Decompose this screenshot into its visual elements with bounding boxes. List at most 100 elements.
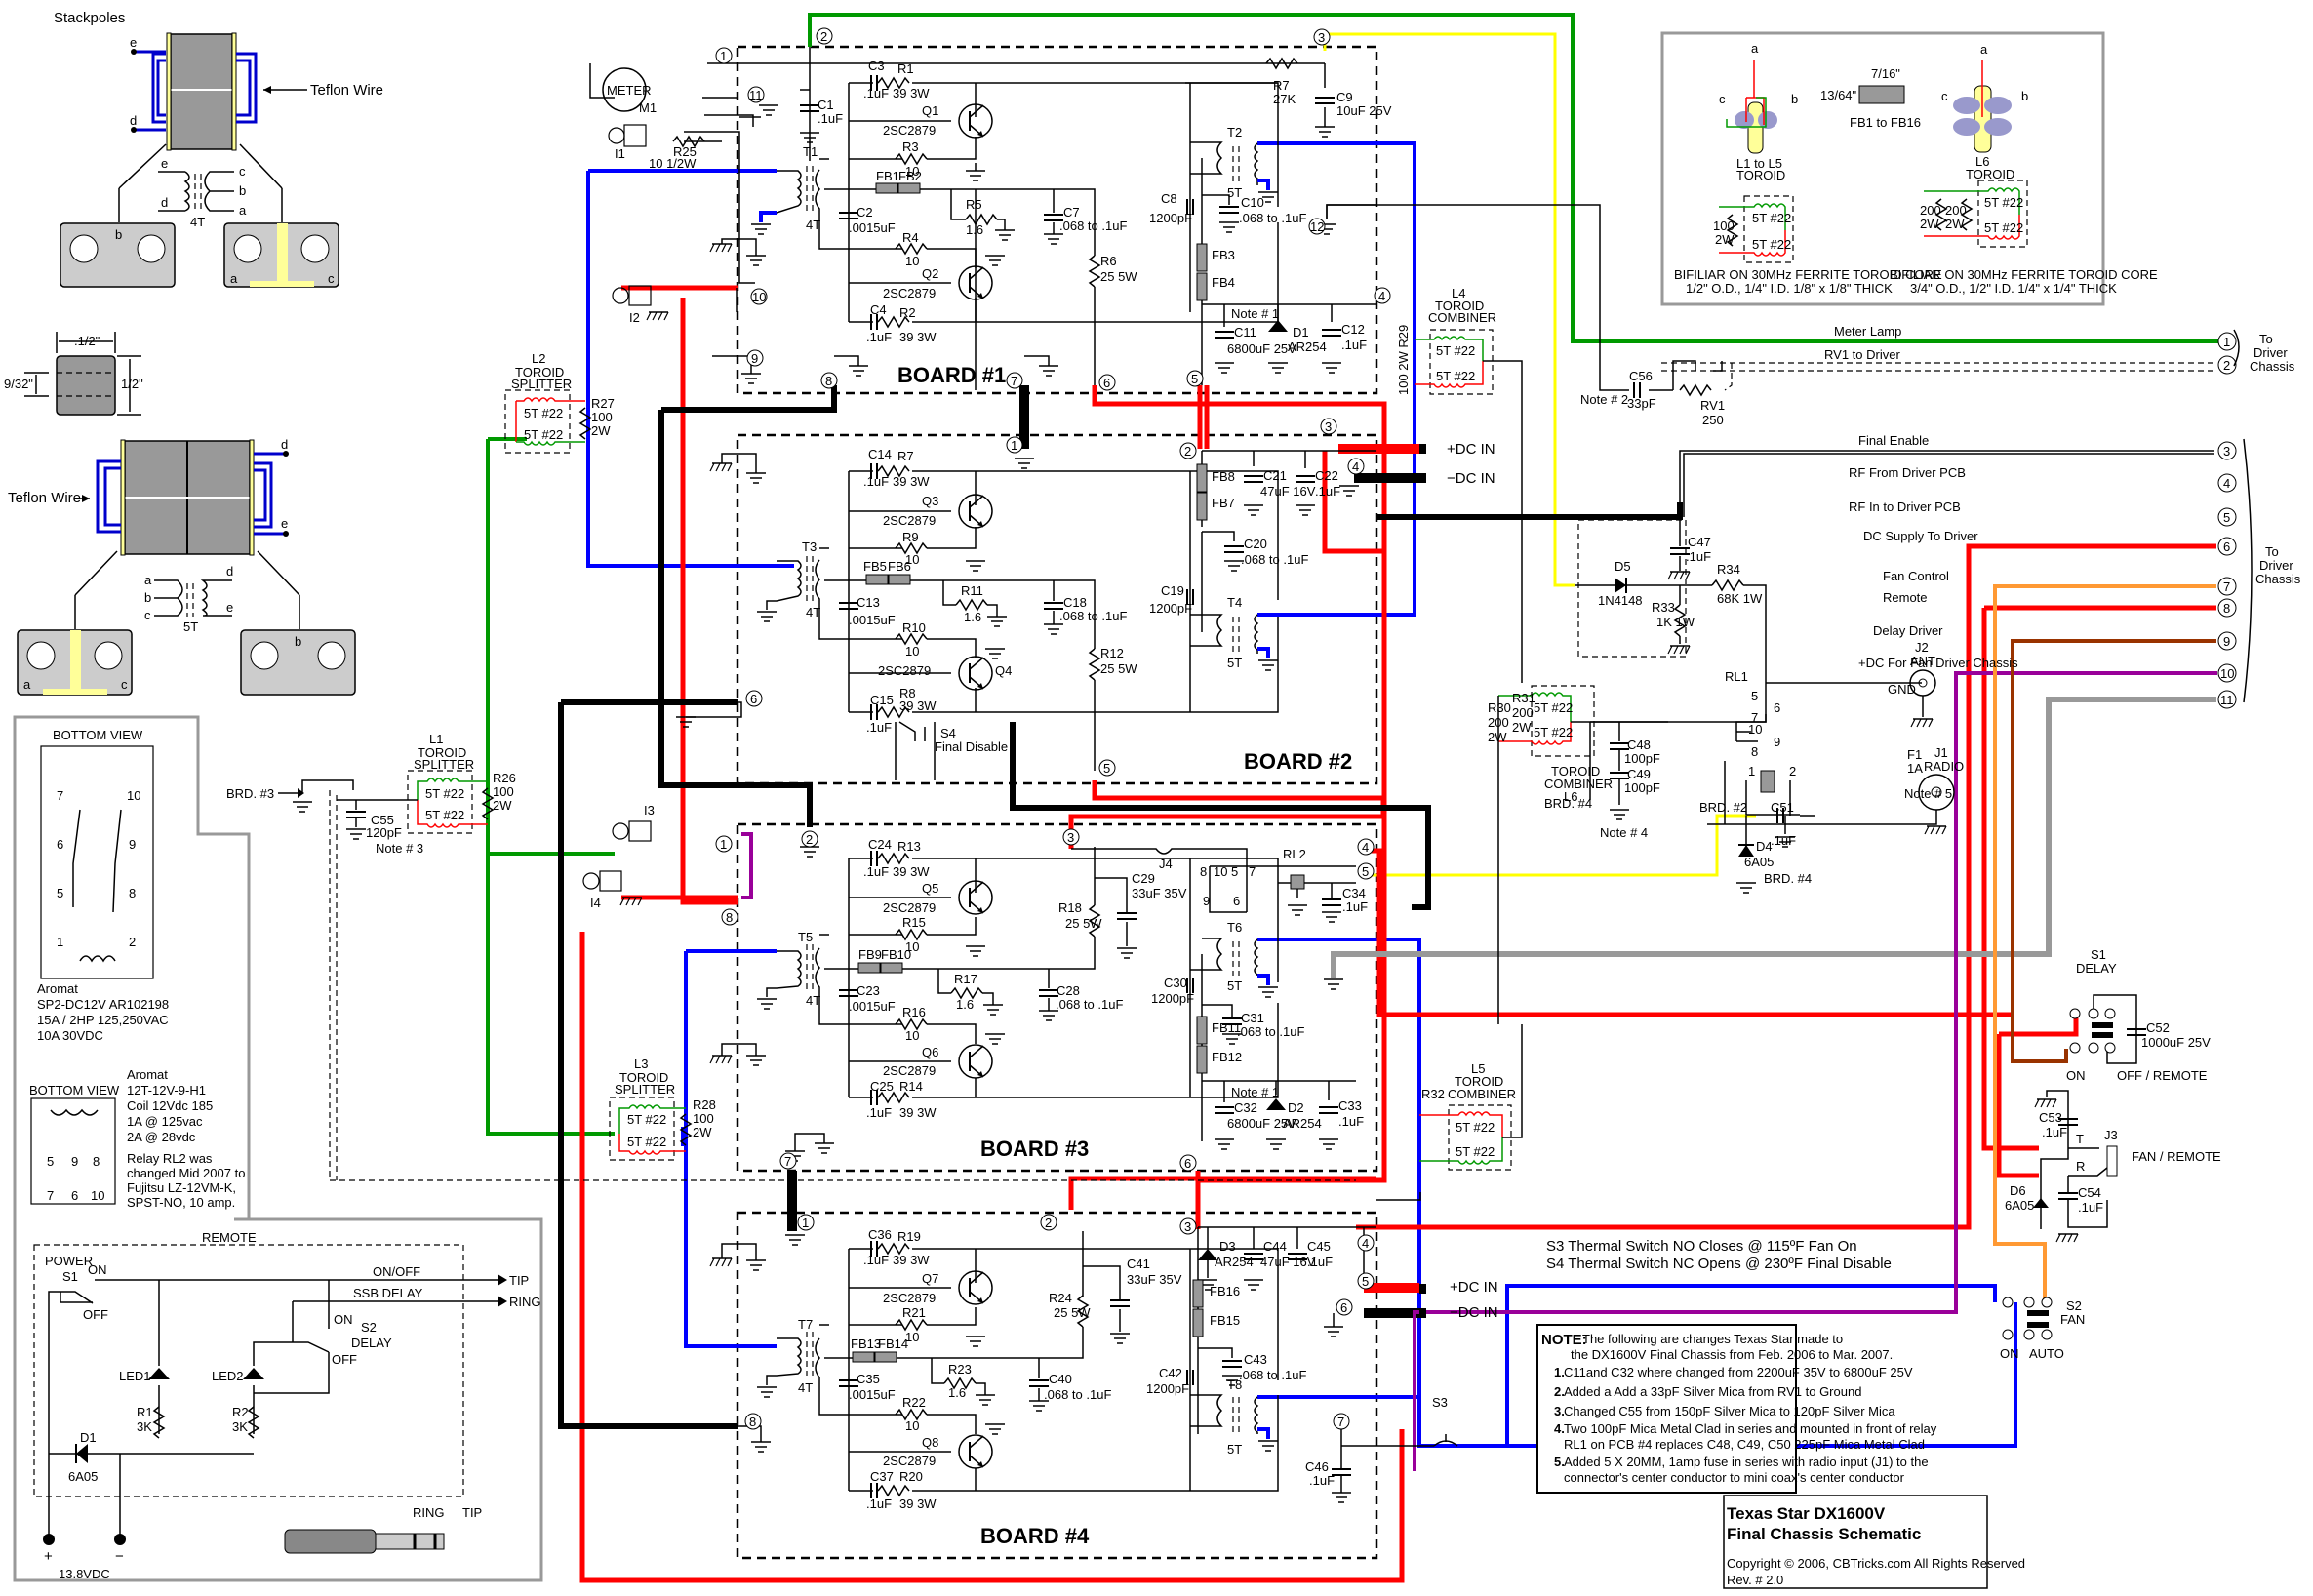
svg-text:7: 7 <box>1249 864 1256 879</box>
svg-text:FB8: FB8 <box>1212 469 1235 484</box>
svg-text:5T #22: 5T #22 <box>1984 195 2023 210</box>
title-line-1: Texas Star DX1600V <box>1727 1504 1886 1523</box>
svg-text:.068 to .1uF: .068 to .1uF <box>1237 1024 1304 1039</box>
connector-terminal-2[interactable] <box>2217 355 2237 375</box>
connector-number-7: 7 <box>2223 579 2230 594</box>
svg-text:9: 9 <box>129 837 136 852</box>
svg-text:3.: 3. <box>1554 1404 1565 1418</box>
board-terminal-number: 4 <box>1352 459 1359 474</box>
connector-terminal-4[interactable] <box>2217 473 2237 493</box>
connector-terminal-1[interactable] <box>2217 332 2237 351</box>
lamp-i2 <box>628 285 652 306</box>
ferrite-core-top <box>170 33 233 150</box>
connector-number-5: 5 <box>2223 510 2230 525</box>
svg-text:FAN: FAN <box>2060 1312 2085 1327</box>
svg-text:C24: C24 <box>868 837 892 852</box>
svg-text:.0015uF: .0015uF <box>849 613 896 627</box>
connector-label-1: Meter Lamp <box>1834 324 1901 339</box>
svg-text:Chassis: Chassis <box>2250 359 2295 374</box>
board-1-label: BOARD #1 <box>897 363 1006 387</box>
svg-text:a: a <box>230 271 238 286</box>
svg-text:25 5W: 25 5W <box>1100 661 1137 676</box>
svg-text:C15: C15 <box>870 693 894 707</box>
svg-text:6: 6 <box>1774 700 1780 715</box>
svg-text:9/32": 9/32" <box>4 377 33 391</box>
svg-text:1: 1 <box>1748 764 1755 778</box>
svg-text:5T #22: 5T #22 <box>1752 211 1791 225</box>
svg-text:FB6: FB6 <box>888 559 911 574</box>
svg-text:1200pF: 1200pF <box>1149 211 1192 225</box>
svg-text:2: 2 <box>129 935 136 949</box>
svg-text:2A @ 28vdc: 2A @ 28vdc <box>127 1130 196 1144</box>
svg-text:10: 10 <box>905 254 919 268</box>
svg-text:R: R <box>2076 1159 2085 1174</box>
svg-text:39 3W: 39 3W <box>899 330 937 344</box>
connector-terminal-6[interactable] <box>2217 537 2237 556</box>
svg-text:10A 30VDC: 10A 30VDC <box>37 1028 103 1043</box>
board-terminal-number: 5 <box>1103 761 1110 776</box>
svg-text:.068 to .1uF: .068 to .1uF <box>1239 1368 1306 1382</box>
svg-text:C7: C7 <box>1063 205 1080 219</box>
svg-text:C49: C49 <box>1627 767 1651 781</box>
svg-text:5T #22: 5T #22 <box>524 427 563 442</box>
svg-text:SPST-NO, 10 amp.: SPST-NO, 10 amp. <box>127 1195 235 1210</box>
svg-text:C9: C9 <box>1336 90 1353 104</box>
svg-text:10: 10 <box>905 644 919 658</box>
svg-text:5T #22: 5T #22 <box>627 1135 666 1149</box>
svg-text:T3: T3 <box>802 539 817 554</box>
svg-text:2W: 2W <box>493 798 512 813</box>
board-terminal <box>1179 442 1197 459</box>
connector-terminal-8[interactable] <box>2217 598 2237 618</box>
connector-number-9: 9 <box>2223 634 2230 649</box>
svg-text:L6: L6 <box>1564 789 1577 804</box>
svg-text:2SC2879: 2SC2879 <box>883 123 936 138</box>
svg-text:5: 5 <box>57 886 63 900</box>
fan-switch-s2[interactable] <box>2002 1297 2053 1340</box>
svg-text:L5: L5 <box>1471 1061 1485 1076</box>
svg-text:13/64": 13/64" <box>1820 88 1857 102</box>
wiring <box>486 13 2218 1583</box>
svg-text:9: 9 <box>71 1154 78 1169</box>
board-terminal <box>715 47 733 64</box>
svg-text:To: To <box>2259 332 2273 346</box>
connector-number-8: 8 <box>2223 601 2230 616</box>
lamp-i3 <box>628 820 652 842</box>
connector-terminal-5[interactable] <box>2217 507 2237 527</box>
svg-text:Fujitsu LZ-12VM-K,: Fujitsu LZ-12VM-K, <box>127 1180 236 1195</box>
svg-text:NOTE:: NOTE: <box>1541 1332 1587 1348</box>
connector-terminal-10[interactable] <box>2217 663 2237 683</box>
svg-text:b: b <box>295 634 301 649</box>
delay-switch-s1[interactable] <box>2069 1008 2116 1054</box>
board-terminal-number: 11 <box>749 88 763 102</box>
svg-text:5T #22: 5T #22 <box>1752 237 1791 252</box>
svg-text:10: 10 <box>91 1188 104 1203</box>
connector-terminal-11[interactable] <box>2217 690 2237 709</box>
fan-remote-jack-j3[interactable] <box>2106 1145 2118 1177</box>
svg-text:C44: C44 <box>1263 1239 1287 1254</box>
svg-text:Aromat: Aromat <box>127 1067 168 1082</box>
svg-text:R25: R25 <box>673 144 697 159</box>
svg-text:S4: S4 <box>940 726 956 740</box>
svg-text:ON: ON <box>2000 1346 2019 1361</box>
svg-text:Note # 3: Note # 3 <box>376 841 423 856</box>
board-terminal <box>1062 828 1080 846</box>
board-2-label: BOARD #2 <box>1244 749 1352 774</box>
svg-text:FB1: FB1 <box>876 169 899 183</box>
svg-text:RING: RING <box>413 1505 445 1520</box>
board-terminal <box>1357 862 1375 880</box>
board-terminal <box>746 349 764 367</box>
svg-text:L1: L1 <box>429 732 443 746</box>
svg-text:.1uF: .1uF <box>2042 1125 2067 1139</box>
svg-text:3K: 3K <box>137 1419 152 1434</box>
svg-text:b: b <box>2021 89 2028 103</box>
connector-terminal-9[interactable] <box>2217 631 2237 651</box>
svg-text:6: 6 <box>71 1188 78 1203</box>
svg-text:.1uF: .1uF <box>1686 549 1711 564</box>
svg-text:FB5: FB5 <box>863 559 887 574</box>
connector-terminal-7[interactable] <box>2217 577 2237 596</box>
board-3-label: BOARD #3 <box>980 1137 1089 1161</box>
svg-text:b: b <box>115 227 122 242</box>
connector-terminal-3[interactable] <box>2217 441 2237 460</box>
